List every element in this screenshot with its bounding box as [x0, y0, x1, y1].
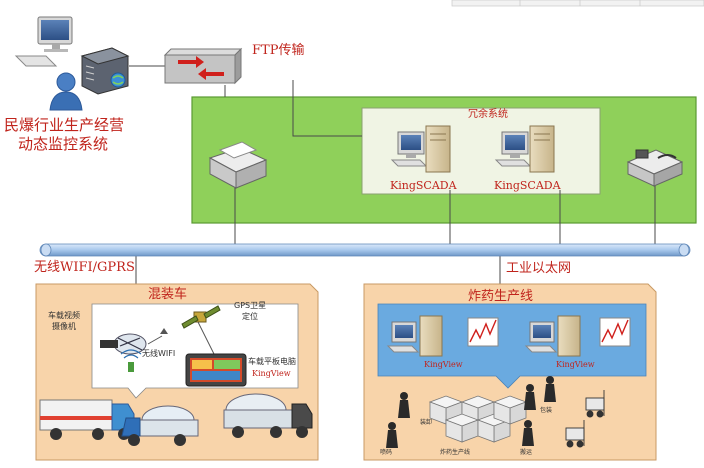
network-bus: [39, 243, 691, 257]
fax-machine-icon: [626, 149, 684, 187]
kingscada-label-left: KingSCADA: [390, 179, 457, 192]
kingview-workstation-right-icon: [524, 315, 581, 357]
gps-label-line1: GPS卫星: [234, 301, 267, 310]
mixer-truck-middle-icon: [121, 405, 199, 446]
operator-workstation-icon: [14, 16, 83, 111]
kingview-label-right: KingView: [556, 360, 595, 369]
ftp-label: FTP传输: [252, 43, 305, 58]
trend-chart-right-icon: [599, 317, 631, 347]
worker-figures-icon: [386, 376, 556, 448]
top-bar-remnant: [451, 0, 704, 7]
forklift-icons: [565, 390, 605, 448]
worker-label-loading: 装卸: [420, 419, 433, 426]
trend-chart-left-icon: [467, 317, 499, 347]
server-tower-icon: [80, 47, 130, 95]
connection-lines: [129, 65, 656, 284]
worker-label-line: 炸药生产线: [440, 449, 471, 456]
mixer-truck-left-icon: [39, 399, 135, 440]
wifi-antenna-icon: [120, 349, 142, 372]
kingview-workstation-left-icon: [386, 315, 443, 357]
kingview-label-left: KingView: [424, 360, 463, 369]
worker-label-marking: 喷码: [380, 449, 393, 456]
wireless-label: 无线WIFI/GPRS: [34, 260, 135, 275]
tablet-label-line2: KingView: [252, 369, 291, 378]
gps-satellite-icon: [181, 305, 221, 355]
vehicle-camera-icon: [100, 328, 168, 355]
monitor-title-line1: 民爆行业生产经营: [4, 116, 125, 134]
kingscada-server-left-icon: [390, 125, 451, 173]
factory-title: 炸药生产线: [468, 289, 534, 304]
kingscada-server-right-icon: [494, 125, 555, 173]
printer-icon-left: [208, 141, 268, 189]
tablet-computer-icon: [185, 353, 247, 387]
network-switch-icon: [163, 47, 243, 85]
ethernet-label: 工业以太网: [506, 261, 572, 276]
mixer-title: 混装车: [148, 287, 188, 302]
wifi-label: 无线WIFI: [142, 349, 176, 358]
monitor-title-line2: 动态监控系统: [18, 135, 109, 153]
tablet-label-line1: 车载平板电脑: [248, 357, 296, 366]
redundant-title: 冗余系统: [468, 109, 508, 120]
camera-label-line1: 车载视频: [48, 311, 80, 320]
gps-label-line2: 定位: [242, 312, 258, 321]
camera-label-line2: 摄像机: [52, 322, 76, 331]
worker-label-carry: 搬运: [520, 449, 533, 456]
worker-label-packing: 包装: [540, 407, 553, 414]
mixer-truck-right-icon: [223, 393, 313, 438]
kingscada-label-right: KingSCADA: [494, 179, 561, 192]
